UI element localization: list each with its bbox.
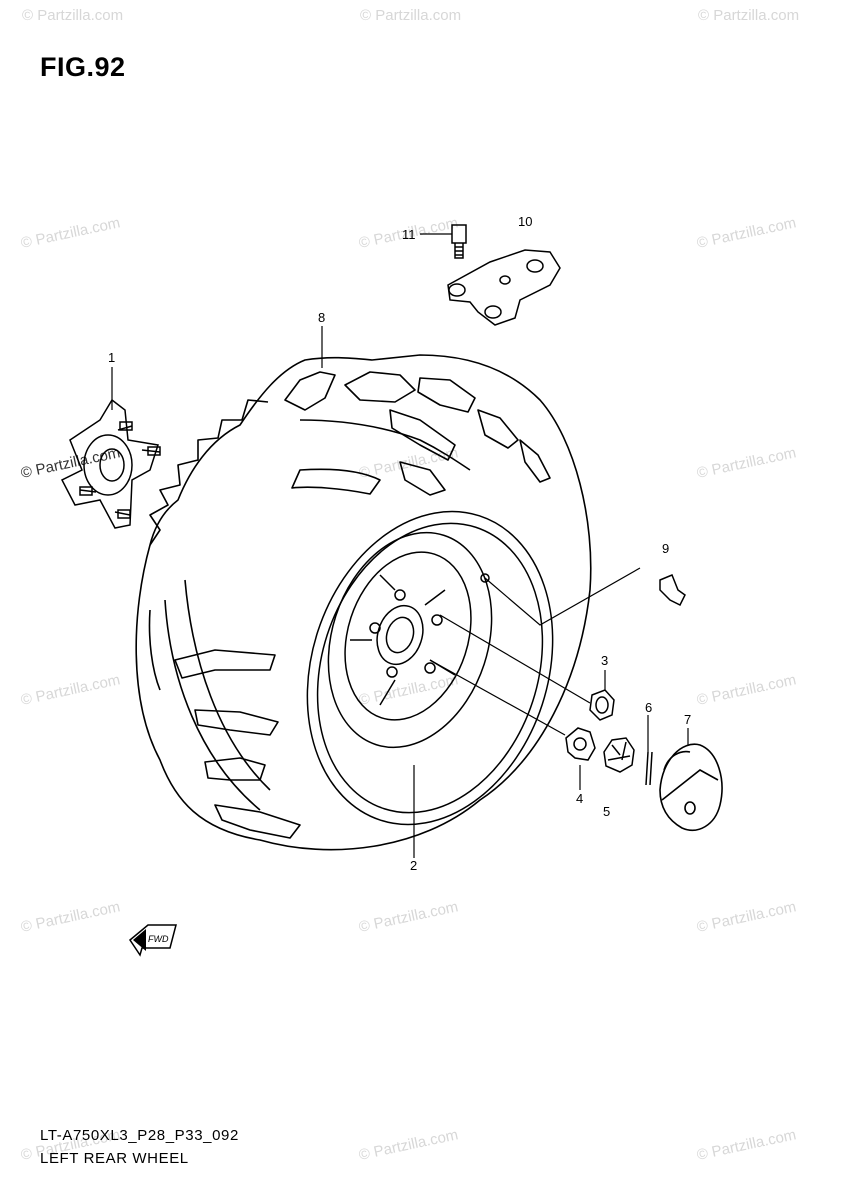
callout-4[interactable]: 4	[576, 791, 583, 806]
watermark-text: © Partzilla.com	[19, 214, 121, 252]
hub-cap-drawing	[659, 743, 723, 831]
watermark-text: © Partzilla.com	[357, 1126, 459, 1164]
valve-drawing	[659, 574, 686, 607]
watermark-text: © Partzilla.com	[695, 214, 797, 252]
watermark-text: © Partzilla.com	[357, 898, 459, 936]
wheel-nut-drawing	[589, 689, 615, 721]
callout-10[interactable]: 10	[518, 214, 532, 229]
watermark-text: © Partzilla.com	[695, 898, 797, 936]
watermark-text: © Partzilla.com	[22, 7, 123, 24]
callout-1[interactable]: 1	[108, 350, 115, 365]
tire-drawing	[135, 354, 592, 851]
watermark-text: © Partzilla.com	[695, 1126, 797, 1164]
figure-caption: LEFT REAR WHEEL	[40, 1150, 189, 1167]
forward-arrow-label: FWD	[148, 934, 169, 944]
rim-drawing	[306, 510, 554, 826]
watermark-text: © Partzilla.com	[695, 671, 797, 709]
watermark-text: © Partzilla.com	[357, 671, 459, 709]
cotter-pin-drawing	[645, 751, 653, 786]
callout-8[interactable]: 8	[318, 310, 325, 325]
watermark-text: © Partzilla.com	[695, 444, 797, 482]
forward-arrow-icon: FWD	[129, 924, 177, 957]
callout-3[interactable]: 3	[601, 653, 608, 668]
watermark-text: © Partzilla.com	[360, 7, 461, 24]
leader-lines	[111, 233, 689, 858]
callout-7[interactable]: 7	[684, 712, 691, 727]
figure-title: FIG.92	[40, 52, 126, 82]
callout-5[interactable]: 5	[603, 804, 610, 819]
callout-9[interactable]: 9	[662, 541, 669, 556]
castle-nut-drawing	[603, 737, 635, 773]
watermark-text: © Partzilla.com	[698, 7, 799, 24]
watermark-text: © Partzilla.com	[19, 898, 121, 936]
callout-11[interactable]: 11	[402, 227, 416, 242]
watermark-layer: © Partzilla.com © Partzilla.com © Partzi…	[19, 7, 799, 1164]
washer-drawing	[565, 727, 596, 761]
bracket-drawing	[447, 249, 561, 326]
watermark-text: © Partzilla.com	[19, 671, 121, 709]
callout-2[interactable]: 2	[410, 858, 417, 873]
callout-labels: 1 2 3 4 5 6 7 8 9 10 11	[108, 214, 691, 873]
callout-6[interactable]: 6	[645, 700, 652, 715]
hub-drawing	[60, 398, 161, 529]
model-code: LT-A750XL3_P28_P33_092	[40, 1127, 239, 1144]
